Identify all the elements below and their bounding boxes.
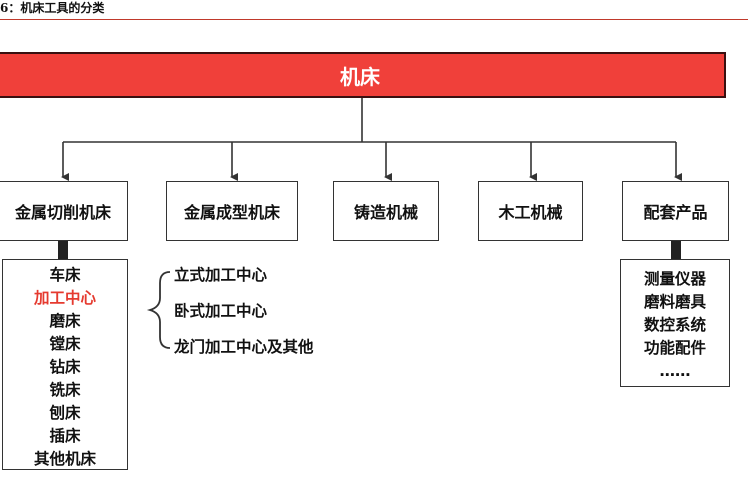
root-node-machine-tool: 机床 [0, 52, 726, 98]
list-item: 镗床 [49, 335, 81, 353]
machining-center-type-gantry: 龙门加工中心及其他 [174, 338, 314, 356]
category-metal-cutting: 金属切削机床 [0, 181, 128, 241]
list-item: 钻床 [49, 358, 81, 376]
list-item: 磨床 [49, 312, 81, 330]
supporting-products-list: 测量仪器 磨料磨具 数控系统 功能配件 …… [620, 259, 730, 387]
list-item: 铣床 [49, 381, 81, 399]
category-woodworking: 木工机械 [478, 181, 583, 241]
list-item: 插床 [49, 427, 81, 445]
list-item: …… [659, 362, 691, 380]
list-item: 车床 [49, 266, 81, 284]
list-item: 功能配件 [643, 339, 706, 357]
list-item: 数控系统 [643, 316, 706, 334]
category-casting: 铸造机械 [333, 181, 439, 241]
machining-center-type-horizontal: 卧式加工中心 [174, 302, 268, 320]
list-item: 测量仪器 [643, 270, 706, 288]
list-item-highlighted: 加工中心 [33, 289, 96, 307]
list-item: 刨床 [49, 404, 81, 422]
supporting-list-connector [671, 241, 681, 259]
list-item: 磨料磨具 [643, 293, 706, 311]
caption-divider [0, 19, 748, 20]
cutting-list-connector [58, 241, 68, 259]
category-supporting: 配套产品 [622, 181, 729, 241]
category-metal-forming: 金属成型机床 [166, 181, 298, 241]
machining-center-type-vertical: 立式加工中心 [174, 266, 268, 284]
brace-bracket [146, 271, 171, 349]
cutting-types-list: 车床 加工中心 磨床 镗床 钻床 铣床 刨床 插床 其他机床 [2, 259, 128, 470]
figure-caption: 6：机床工具的分类 [0, 1, 105, 15]
list-item: 其他机床 [33, 450, 96, 468]
